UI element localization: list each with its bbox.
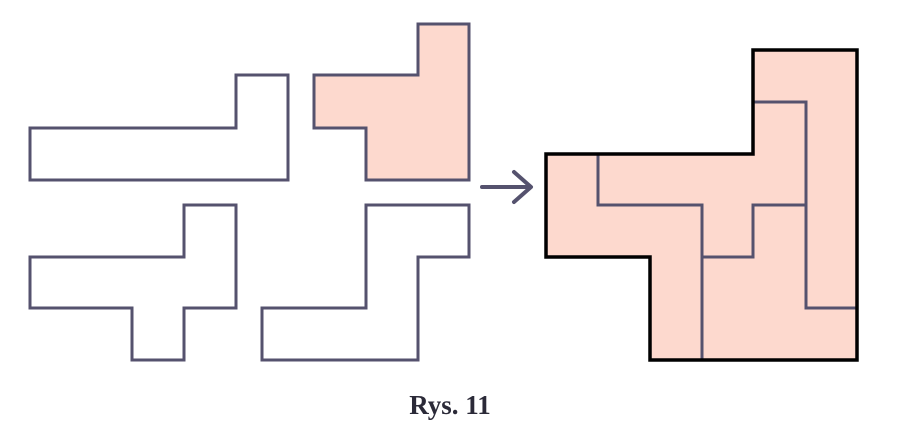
piece-s-shape <box>260 203 471 362</box>
right-arrow-icon <box>480 170 533 204</box>
figure-caption: Rys. 11 <box>409 390 491 420</box>
piece-long-l <box>28 73 290 182</box>
assembled-result <box>544 48 859 362</box>
piece-highlighted <box>312 22 471 182</box>
result-outline <box>544 48 859 362</box>
piece-plus <box>28 203 238 362</box>
